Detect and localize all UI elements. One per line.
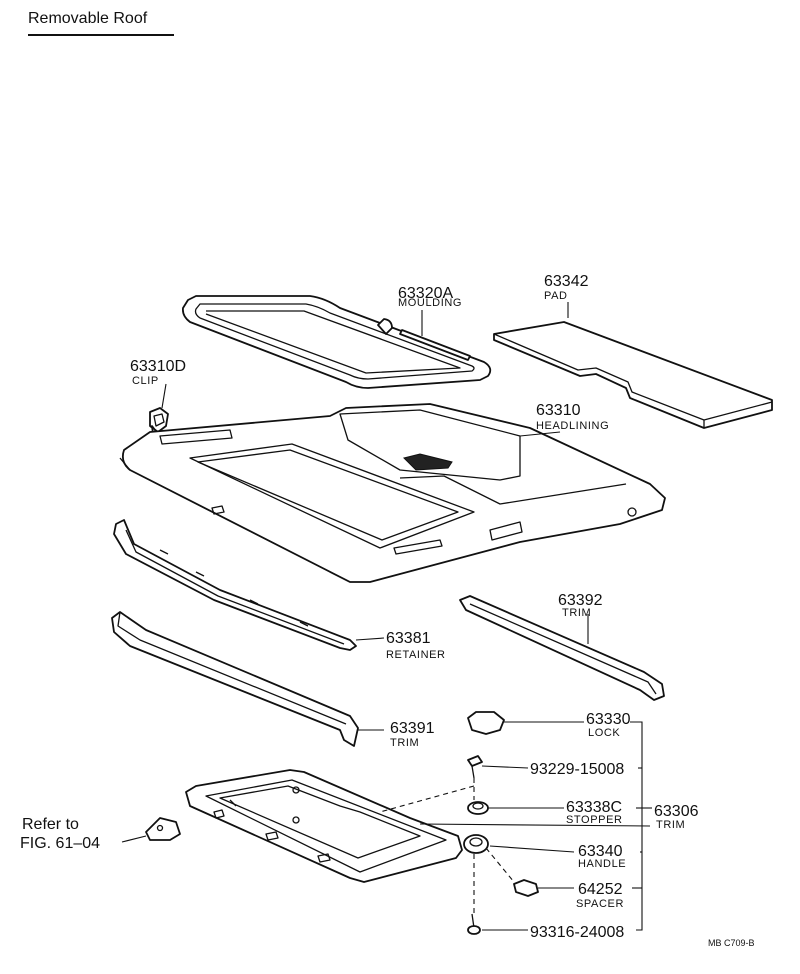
lock <box>467 711 505 735</box>
label-63310d-number: 63310D <box>130 358 186 375</box>
bolt-93316 <box>467 913 481 935</box>
pad <box>493 321 773 429</box>
label-63310-name: HEADLINING <box>536 420 609 432</box>
headlining <box>119 403 666 583</box>
stopper <box>467 801 489 815</box>
lower-trim-panel <box>185 769 463 883</box>
retainer <box>113 519 357 651</box>
label-63338c-number: 63338C <box>566 799 622 816</box>
label-63306-number: 63306 <box>654 803 699 820</box>
label-63381-number: 63381 <box>386 630 431 647</box>
label-63310d-name: CLIP <box>132 375 159 387</box>
spacer <box>513 879 539 897</box>
label-93316-number: 93316-24008 <box>530 924 624 941</box>
label-63310-number: 63310 <box>536 402 581 419</box>
label-63340-number: 63340 <box>578 843 623 860</box>
label-63381-name: RETAINER <box>386 649 446 661</box>
diagram-title: Removable Roof <box>28 10 148 27</box>
title-underline <box>28 34 174 36</box>
label-63330-number: 63330 <box>586 711 631 728</box>
moulding-frame <box>181 295 492 389</box>
moulding-strip <box>377 318 471 361</box>
label-63342-name: PAD <box>544 290 568 302</box>
drawing-code: MB C709-B <box>708 938 755 948</box>
label-63340-name: HANDLE <box>578 858 626 870</box>
label-64252-name: SPACER <box>576 898 624 910</box>
label-63391-name: TRIM <box>390 737 419 749</box>
leader-lines <box>121 302 652 931</box>
referenced-bracket <box>145 817 181 841</box>
handle <box>463 834 489 854</box>
reference-line1: Refer to <box>22 816 79 833</box>
front-trim <box>111 611 359 747</box>
label-93229-number: 93229-15008 <box>530 761 624 778</box>
label-63342-number: 63342 <box>544 273 589 290</box>
label-63391-number: 63391 <box>390 720 435 737</box>
label-63320a-name: MOULDING <box>398 297 462 309</box>
label-63330-name: LOCK <box>588 727 620 739</box>
label-63320a-number: 63320A <box>398 285 453 302</box>
label-64252-number: 64252 <box>578 881 623 898</box>
label-63306-name: TRIM <box>656 819 685 831</box>
side-trim <box>459 595 665 701</box>
screw-93229 <box>467 755 483 779</box>
reference-line2: FIG. 61–04 <box>20 835 100 852</box>
label-63392-name: TRIM <box>562 607 591 619</box>
label-63392-number: 63392 <box>558 592 603 609</box>
label-63338c-name: STOPPER <box>566 814 623 826</box>
